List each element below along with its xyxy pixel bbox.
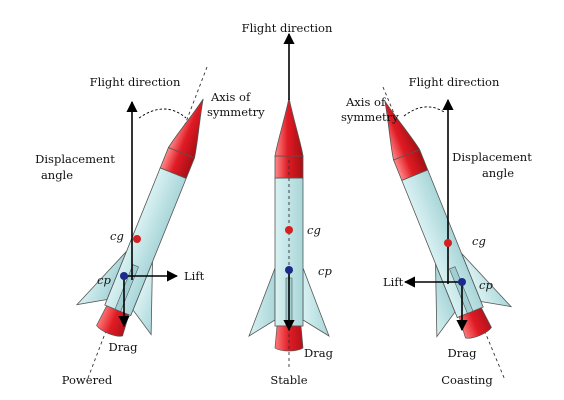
- lift-label-powered: Lift: [184, 269, 205, 283]
- cp-dot-powered: [120, 272, 128, 280]
- cg-dot-powered: [133, 235, 141, 243]
- cg-dot-stable: [285, 226, 293, 234]
- cp-dot-stable: [285, 266, 293, 274]
- lift-label-coasting: Lift: [383, 275, 404, 289]
- axis-label-line1-coasting: Axis of: [345, 95, 386, 109]
- caption-powered: Powered: [62, 373, 113, 387]
- rocket-stable-group: Flight direction cg cp Drag Stable: [242, 21, 334, 387]
- flight-direction-label-stable: Flight direction: [242, 21, 333, 35]
- rocket-powered-group: Flight direction Axis of symmetry Displa…: [35, 66, 265, 387]
- angle-label-line1-powered: Displacement: [35, 152, 115, 166]
- angle-label-line1-coasting: Displacement: [452, 150, 532, 164]
- drag-label-powered: Drag: [109, 340, 139, 354]
- caption-coasting: Coasting: [441, 373, 493, 387]
- cg-label-powered: cg: [110, 229, 124, 243]
- axis-label-line2-coasting: symmetry: [341, 110, 399, 124]
- rocket-body-coasting: [347, 85, 518, 351]
- flight-direction-label-powered: Flight direction: [90, 75, 181, 89]
- cp-dot-coasting: [458, 278, 466, 286]
- drag-label-coasting: Drag: [448, 346, 478, 360]
- displacement-angle-arc-powered: [138, 108, 187, 119]
- displacement-angle-arc-coasting: [403, 106, 445, 117]
- rocket-coasting-group: Flight direction Axis of symmetry Displa…: [341, 75, 532, 387]
- flight-direction-label-coasting: Flight direction: [409, 75, 500, 89]
- cg-dot-coasting: [444, 239, 452, 247]
- caption-stable: Stable: [270, 373, 307, 387]
- cp-label-powered: cp: [97, 273, 111, 287]
- cp-label-coasting: cp: [479, 278, 493, 292]
- axis-label-line2-powered: symmetry: [207, 105, 265, 119]
- rocket-body-powered: [70, 83, 241, 349]
- drag-label-stable: Drag: [304, 346, 334, 360]
- axis-label-line1-powered: Axis of: [210, 90, 251, 104]
- angle-label-line2-coasting: angle: [482, 166, 514, 180]
- angle-label-line2-powered: angle: [41, 168, 73, 182]
- cg-label-stable: cg: [307, 223, 321, 237]
- cg-label-coasting: cg: [472, 234, 486, 248]
- cp-label-stable: cp: [318, 264, 332, 278]
